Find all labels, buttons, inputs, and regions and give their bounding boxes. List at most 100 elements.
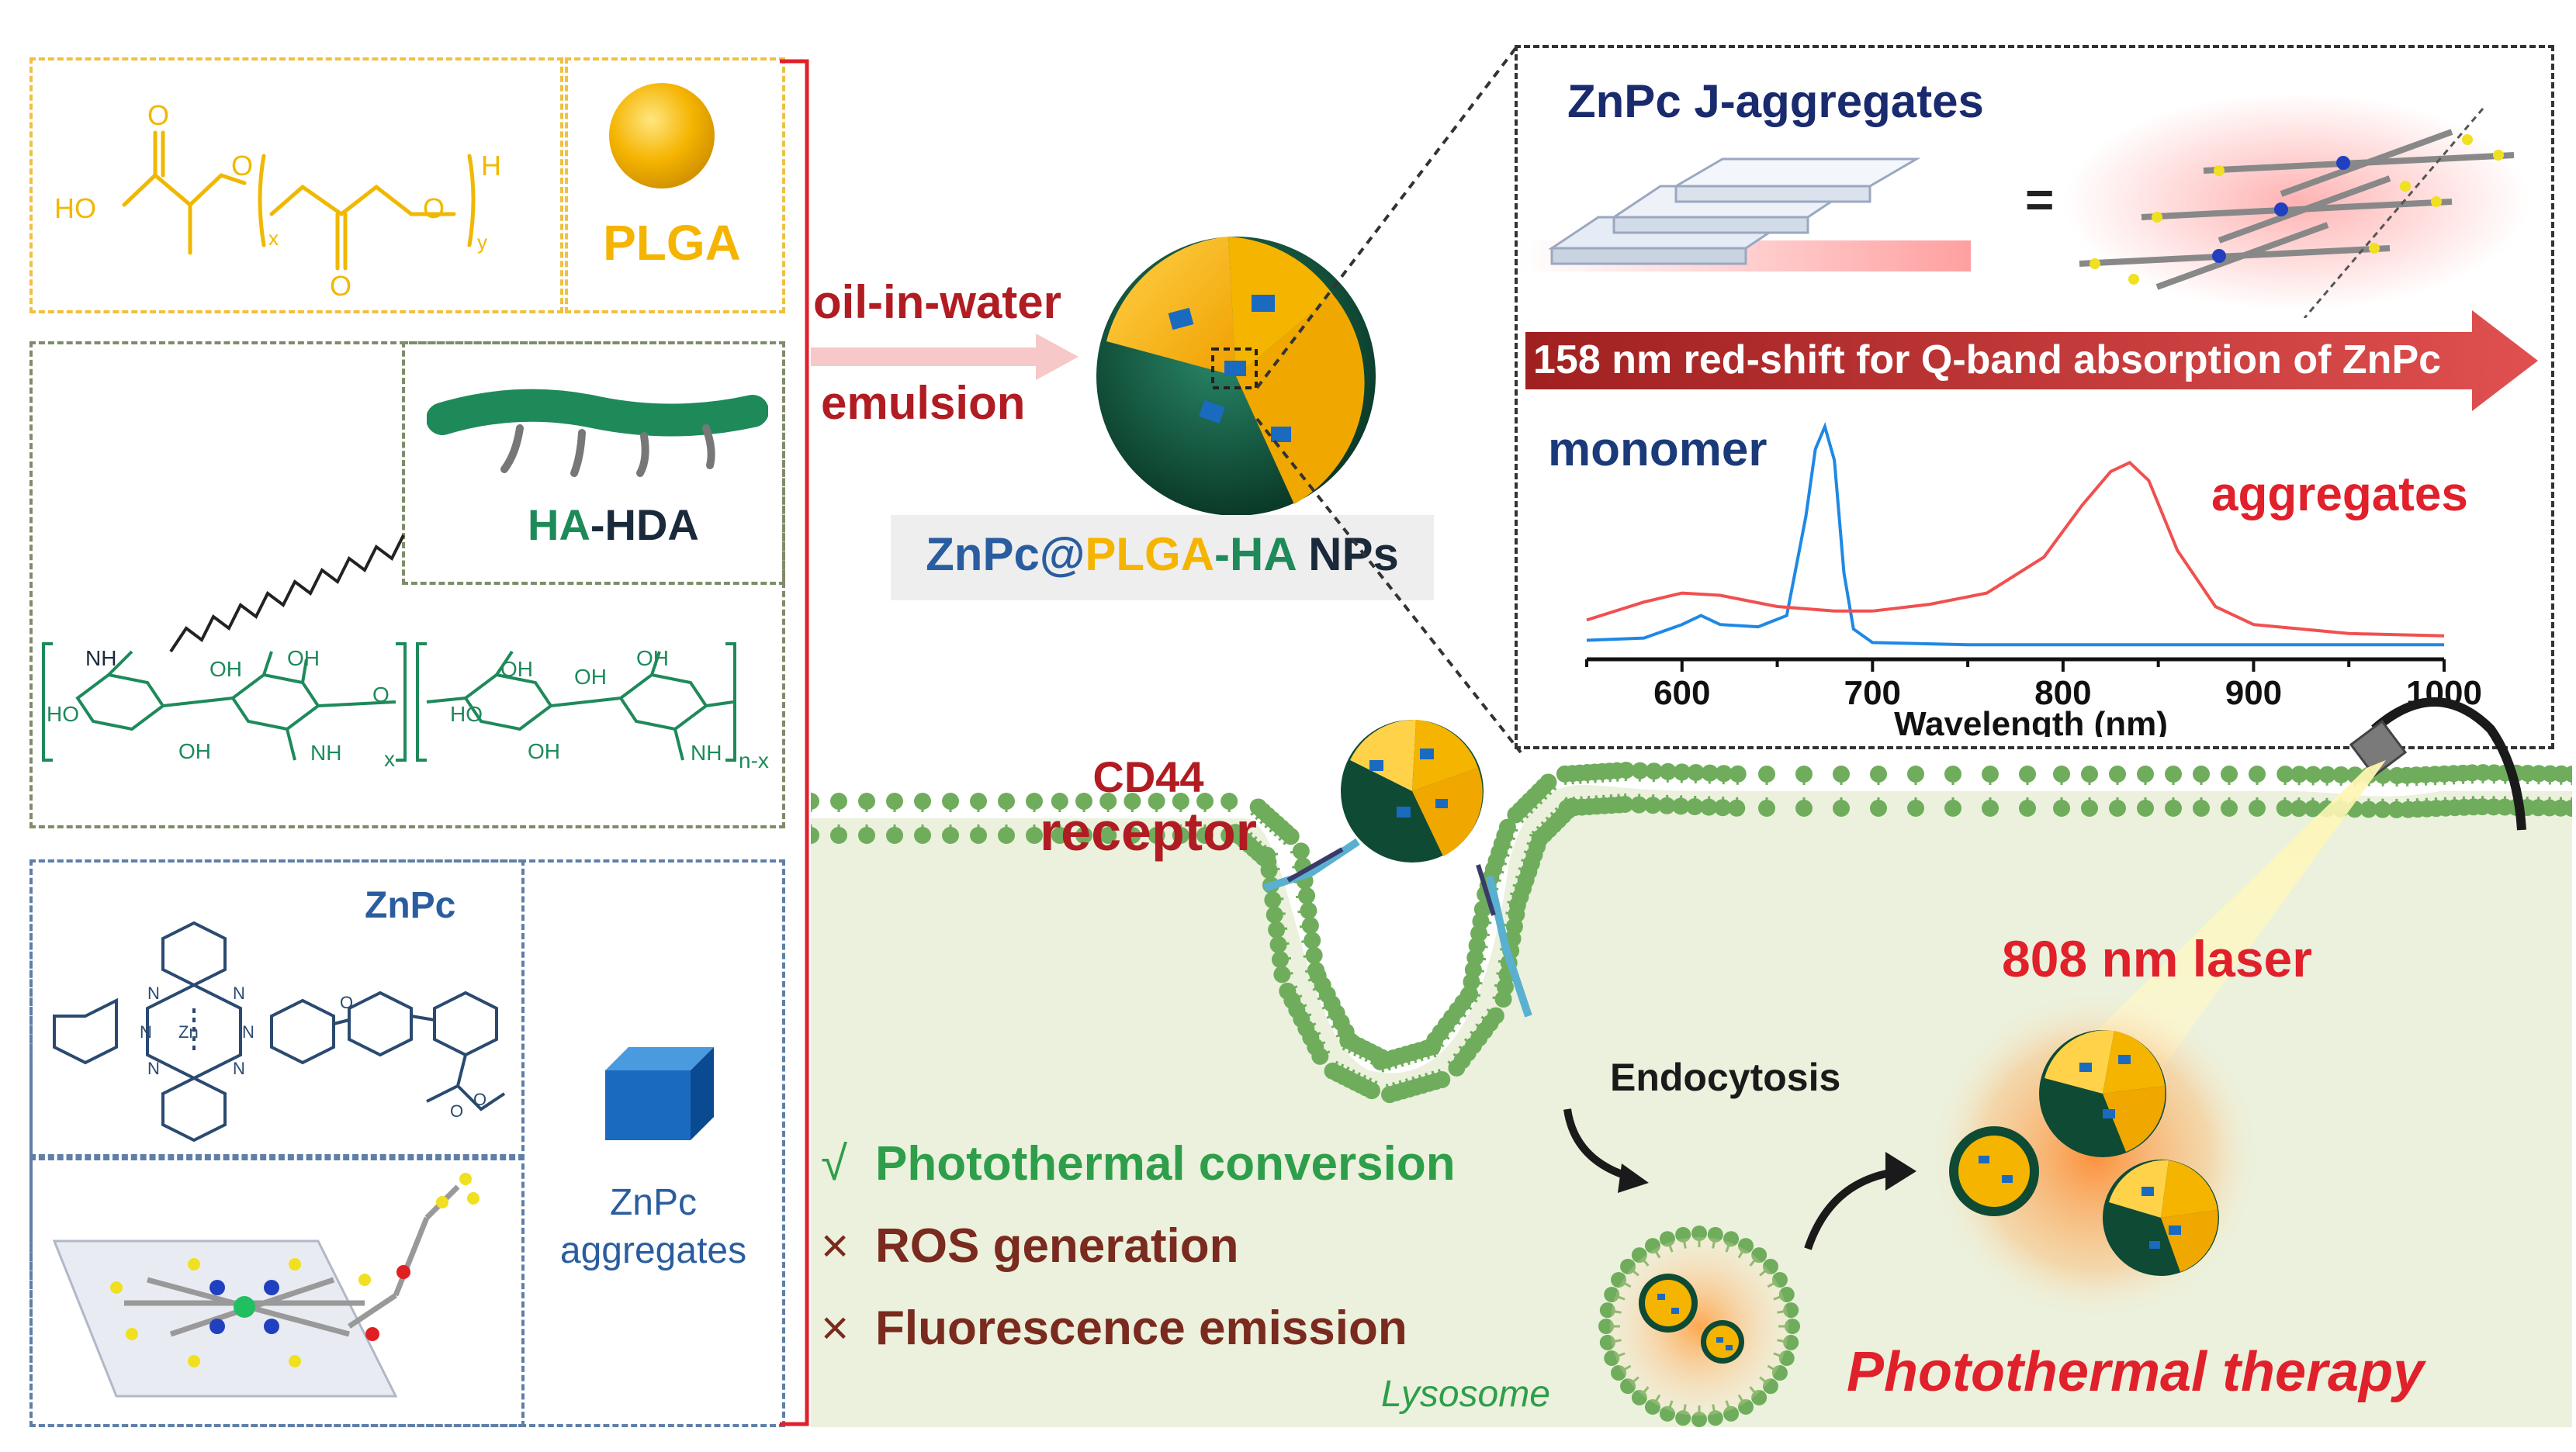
znpc-aggregate-cube-icon: [605, 1047, 714, 1140]
x-tick-label: 700: [1844, 674, 1901, 712]
plga-chem-o4: O: [423, 192, 445, 224]
znpc-label: ZnPc: [365, 885, 456, 926]
znpc-chem-n3: N: [140, 1022, 152, 1042]
np-label-znpc: ZnPc@: [926, 528, 1085, 580]
cross-icon: ×: [821, 1302, 850, 1355]
plga-chem-o1: O: [147, 99, 169, 131]
x-tick-label: 900: [2225, 674, 2282, 712]
hda-label: -HDA: [590, 500, 699, 549]
ha-chem-ho1: HO: [47, 702, 79, 726]
plga-chem-ho: HO: [54, 192, 96, 224]
znpc-aggregates-label: ZnPc aggregates: [528, 1179, 779, 1275]
znpc-molecule-3d: [52, 1173, 480, 1398]
cross-icon: ×: [821, 1219, 850, 1273]
ha-hda-label: HA-HDA: [528, 500, 699, 550]
ha-chem-nx: n-x: [739, 748, 769, 773]
znpc-structure-box: [29, 859, 525, 1160]
effect-item: × Fluorescence emission: [821, 1288, 1456, 1370]
znpc-chem-n5: N: [147, 1059, 160, 1078]
process-arrow: [811, 334, 1079, 380]
znpc-chem-n2: N: [233, 984, 245, 1003]
np-label-ha: -HA: [1214, 528, 1296, 580]
ha-chem-o: O: [372, 683, 390, 707]
effect-text: Fluorescence emission: [875, 1302, 1407, 1355]
inset-title: ZnPc J-aggregates: [1567, 75, 1984, 127]
monomer-label: monomer: [1548, 423, 1768, 476]
therapy-label: Photothermal therapy: [1847, 1341, 2425, 1403]
znpc-chem-o2: O: [450, 1101, 463, 1121]
ha-chem-nh: NH: [85, 646, 116, 670]
plga-structure-box: [29, 57, 563, 313]
aggregates-label: aggregates: [2211, 468, 2468, 521]
effect-item: × ROS generation: [821, 1205, 1456, 1288]
ha-hda-structure: NH HO OH OH O OH NH x HO OH OH OH OH NH …: [42, 534, 769, 773]
effect-text: ROS generation: [875, 1219, 1239, 1273]
znpc-chem-n6: N: [233, 1059, 245, 1078]
ha-chem-x: x: [384, 747, 395, 771]
lipid-bilayer: [811, 762, 2572, 1104]
nanoparticle-icon: [1096, 237, 1376, 516]
therapy-arrow: [1804, 1152, 1916, 1250]
ha-chem-oh2: OH: [287, 646, 320, 670]
np-label-plga: PLGA: [1085, 528, 1215, 580]
znpc-structure: N N N Zn N N N O O O: [53, 921, 506, 1143]
znpc-chem-o3: O: [473, 1090, 486, 1109]
process-step1-label: oil-in-water: [813, 276, 1062, 328]
laser-label: 808 nm laser: [2002, 930, 2312, 987]
red-shift-arrow: [1525, 310, 2538, 411]
zoom-connector-lines: [1255, 45, 1522, 754]
znpc-3d-box: [29, 1154, 525, 1427]
ha-label: HA: [528, 500, 590, 549]
series-line-aggregates: [1586, 461, 2445, 638]
ha-chem-oh3: OH: [178, 739, 211, 763]
plga-chem-o2: O: [231, 150, 253, 182]
plga-sphere-icon: [609, 83, 715, 188]
znpc-aggregates-label-line2: aggregates: [559, 1230, 747, 1271]
lysosome-icon: [1610, 1237, 1788, 1416]
j-aggregate-stack-icon: [1521, 157, 1971, 271]
plga-chem-y: y: [477, 230, 487, 254]
np-label-nps: NPs: [1295, 528, 1399, 580]
effect-item: √ Photothermal conversion: [821, 1123, 1456, 1205]
effect-text: Photothermal conversion: [875, 1137, 1456, 1191]
process-step2-label: emulsion: [821, 377, 1026, 429]
plga-chem-o3: O: [330, 270, 351, 302]
cd44-label-line2: receptor: [1039, 801, 1258, 862]
ha-chem-oh7: OH: [528, 739, 560, 763]
znpc-chem-zn: Zn: [178, 1022, 199, 1042]
inset-equals: =: [2025, 171, 2055, 227]
cd44-receptor-label: CD44 receptor: [1016, 752, 1280, 861]
ha-chem-nh2: NH: [310, 741, 341, 765]
plga-chem-x: x: [268, 226, 279, 250]
nanoparticle-label: ZnPc@PLGA-HA NPs: [891, 527, 1434, 581]
effects-list: √Photothermal conversion×ROS generation×…: [821, 1123, 1456, 1370]
x-tick-label: 600: [1653, 674, 1710, 712]
endocytosis-label: Endocytosis: [1610, 1056, 1841, 1099]
ha-chem-ho2: HO: [450, 702, 483, 726]
ha-chem-nh3: NH: [691, 741, 722, 765]
znpc-chem-o1: O: [340, 993, 353, 1012]
red-shift-text: 158 nm red-shift for Q-band absorption o…: [1533, 337, 2442, 382]
znpc-aggregates-label-line1: ZnPc: [609, 1182, 698, 1223]
ha-chem-oh1: OH: [209, 657, 242, 681]
laser-device: [2079, 697, 2526, 1086]
plga-structure: HO O O O O H x y: [54, 99, 501, 302]
ha-hda-worm-icon: [427, 389, 768, 477]
ha-chem-oh6: OH: [636, 646, 669, 670]
ha-chem-oh4: OH: [500, 657, 533, 681]
lysosome-label: Lysosome: [1381, 1374, 1550, 1415]
receptor-bound-nanoparticle: [1263, 719, 1532, 1018]
znpc-chem-n4: N: [242, 1022, 254, 1042]
check-icon: √: [821, 1137, 848, 1191]
heated-nanoparticles: [1932, 993, 2258, 1319]
endocytosis-arrow: [1563, 1108, 1649, 1193]
plga-chem-h: H: [481, 150, 501, 182]
cd44-label-line1: CD44: [1092, 752, 1204, 801]
x-axis-label: Wavelength (nm): [1894, 705, 2168, 737]
plga-label: PLGA: [603, 215, 741, 271]
x-tick-label: 800: [2034, 674, 2091, 712]
left-panel-bracket: [780, 59, 809, 1426]
plga-sphere-box: [565, 57, 785, 313]
ha-chem-oh5: OH: [574, 665, 607, 689]
